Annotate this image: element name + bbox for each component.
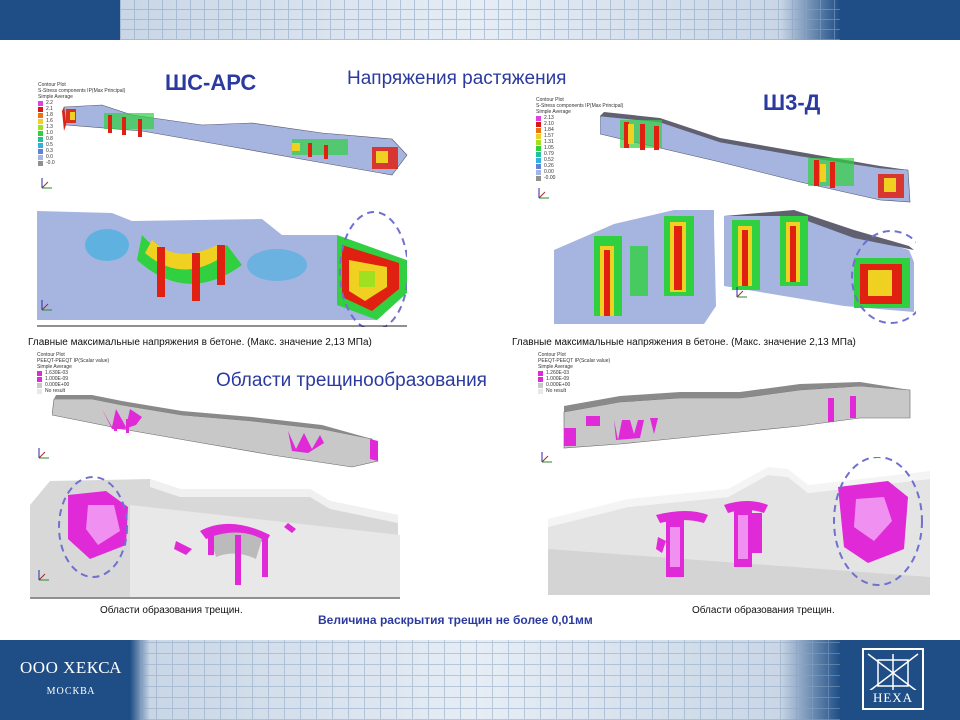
legend-entry: No result: [37, 388, 109, 394]
legend-line: Simple Average: [538, 364, 573, 370]
axis-triad-icon: [538, 188, 549, 199]
axis-triad-icon: [541, 452, 552, 463]
bottom-banner: [0, 640, 960, 720]
caption-cracks-right: Области образования трещин.: [692, 605, 835, 616]
top-banner: [0, 0, 960, 40]
legend-entry: 0.79: [536, 151, 623, 157]
legend-entry: 1.000E-09: [37, 376, 109, 382]
axis-triad-icon: [41, 300, 52, 311]
legend-entry: 0.3: [38, 148, 125, 154]
stress-model-left-detail: [37, 211, 407, 327]
legend-entry: 0.52: [536, 157, 623, 163]
legend-line: Contour Plot: [38, 82, 66, 88]
legend-entry: 0.000E+00: [37, 382, 109, 388]
legend-entry: -0.0: [38, 160, 125, 166]
axis-triad-icon: [38, 570, 49, 581]
legend-entry: 2.13: [536, 115, 623, 121]
legend-entry: 0.8: [38, 136, 125, 142]
legend-line: Contour Plot: [536, 97, 564, 103]
legend-entry: 1.000E-09: [538, 376, 610, 382]
legend-entry: 0.26: [536, 163, 623, 169]
legend-entry: 1.8: [38, 112, 125, 118]
legend-line: S-Stress components IP(Max Principal): [536, 103, 624, 109]
crack-model-right-overview: [563, 382, 911, 449]
company-city: МОСКВА: [46, 686, 96, 697]
legend-entry: 2.1: [38, 106, 125, 112]
legend-line: Contour Plot: [37, 352, 65, 358]
legend-line: Simple Average: [37, 364, 72, 370]
legend-entry: -0.00: [536, 175, 623, 181]
legend-entry: 1.630E-03: [37, 370, 109, 376]
legend-line: PEEQT-PEEQT IP(Scalar value): [538, 358, 611, 364]
legend-line: Contour Plot: [538, 352, 566, 358]
axis-triad-icon: [736, 287, 747, 298]
stress-model-left-overview: [62, 104, 408, 176]
legend-entry: 1.3: [38, 124, 125, 130]
logo-text: HEXA: [864, 690, 922, 706]
legend-entry: No result: [538, 388, 610, 394]
stress-model-right-detail: [554, 210, 916, 324]
legend-line: S-Stress components IP(Max Principal): [38, 88, 126, 94]
legend-entry: 1.84: [536, 127, 623, 133]
axis-triad-icon: [38, 448, 49, 459]
mesh-decoration: [140, 640, 840, 720]
legend-entry: 2.10: [536, 121, 623, 127]
section-title-cracks: Области трещинообразования: [216, 370, 487, 391]
crack-model-left-detail: [30, 476, 400, 599]
crack-model-right-detail: [548, 457, 930, 595]
legend-entry: 1.57: [536, 133, 623, 139]
legend-entry: 0.00: [536, 169, 623, 175]
model-title-left: ШС-АРС: [165, 70, 257, 95]
legend-line: PEEQT-PEEQT IP(Scalar value): [37, 358, 110, 364]
legend-entry: 1.31: [536, 139, 623, 145]
legend-entry: 0.0: [38, 154, 125, 160]
stress-model-right-overview: [600, 112, 911, 203]
legend-entry: 1.260E-03: [538, 370, 610, 376]
legend-entry: 1.0: [38, 130, 125, 136]
hexa-logo: HEXA: [862, 648, 924, 710]
crack-legend-right: Contour Plot PEEQT-PEEQT IP(Scalar value…: [538, 352, 610, 394]
legend-entry: 0.000E+00: [538, 382, 610, 388]
model-title-right: Ш3-Д: [763, 90, 821, 115]
highlight-ellipse: [58, 476, 128, 578]
crack-model-left-overview: [52, 395, 379, 468]
highlight-ellipse: [833, 457, 923, 586]
mesh-decoration: [120, 0, 840, 40]
caption-cracks-left: Области образования трещин.: [100, 605, 243, 616]
crack-width-note: Величина раскрытия трещин не более 0,01м…: [318, 613, 593, 627]
stress-legend-left: Contour Plot S-Stress components IP(Max …: [38, 82, 125, 166]
hexa-logo-icon: [867, 653, 919, 693]
crack-legend-left: Contour Plot PEEQT-PEEQT IP(Scalar value…: [37, 352, 109, 394]
caption-stress-right: Главные максимальные напряжения в бетоне…: [512, 337, 856, 348]
legend-entry: 1.6: [38, 118, 125, 124]
section-title-tension: Напряжения растяжения: [347, 68, 567, 89]
highlight-ellipse: [851, 230, 916, 324]
legend-line: Simple Average: [536, 109, 571, 115]
axis-triad-icon: [41, 178, 52, 189]
highlight-ellipse: [339, 211, 407, 327]
legend-entry: 2.2: [38, 100, 125, 106]
caption-stress-left: Главные максимальные напряжения в бетоне…: [28, 337, 372, 348]
company-name: ООО ХЕКСА: [20, 658, 122, 677]
legend-entry: 0.5: [38, 142, 125, 148]
legend-entry: 1.05: [536, 145, 623, 151]
stress-legend-right: Contour Plot S-Stress components IP(Max …: [536, 97, 623, 181]
legend-line: Simple Average: [38, 94, 73, 100]
